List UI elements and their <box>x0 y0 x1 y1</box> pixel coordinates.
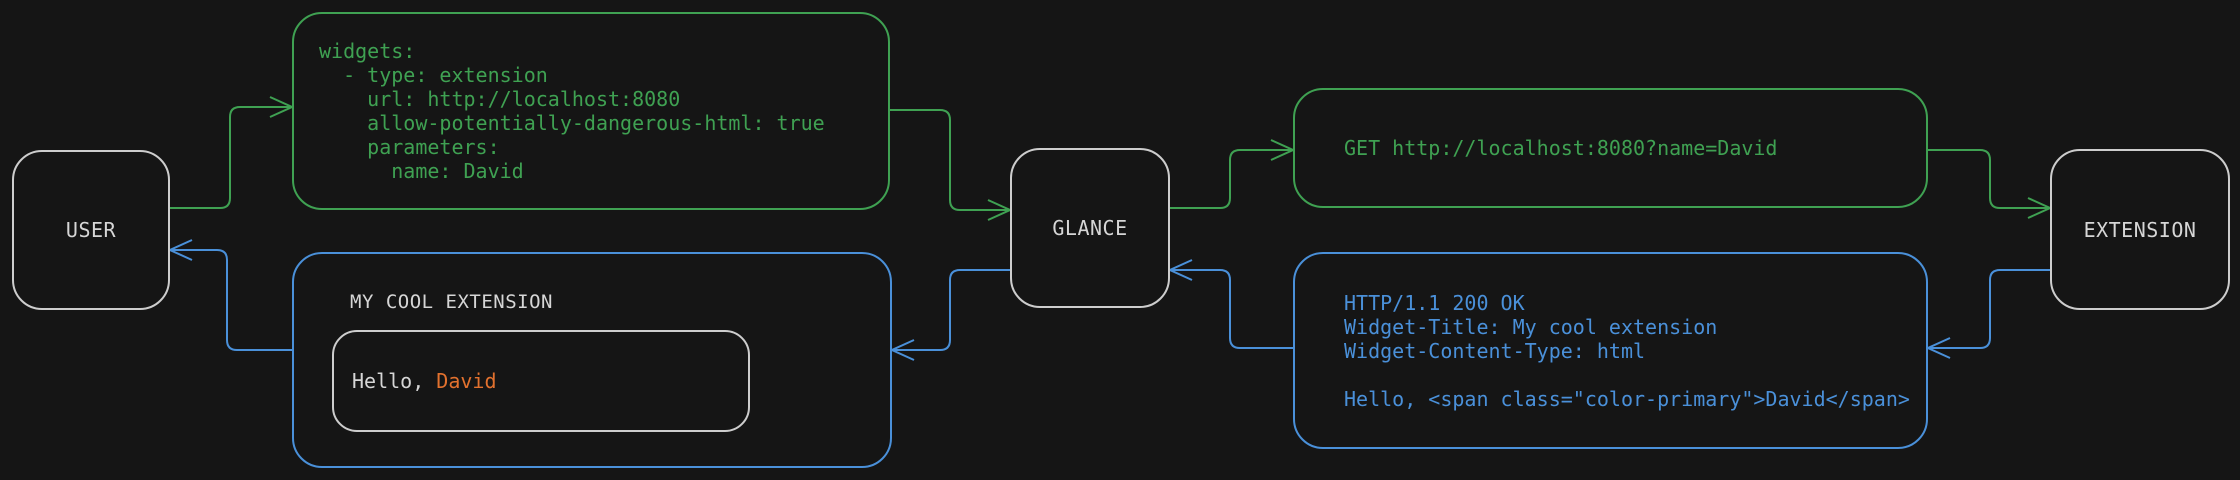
yaml-config-code: widgets: - type: extension url: http://l… <box>319 39 825 183</box>
arrow-request-to-extension <box>1928 149 2050 208</box>
arrow-config-to-glance <box>890 109 1010 210</box>
node-user: USER <box>12 150 170 310</box>
arrow-glance-to-request <box>1170 150 1293 209</box>
arrow-render-to-user <box>170 250 292 351</box>
arrow-user-to-config <box>170 107 292 209</box>
arrow-response-to-glance <box>1170 270 1293 349</box>
arrow-glance-to-render <box>892 269 1010 350</box>
http-response-box: HTTP/1.1 200 OK Widget-Title: My cool ex… <box>1293 252 1928 449</box>
node-extension-label: EXTENSION <box>2083 217 2197 242</box>
node-extension: EXTENSION <box>2050 149 2230 310</box>
node-user-label: USER <box>65 218 117 242</box>
widget-title: MY COOL EXTENSION <box>350 291 553 313</box>
greeting-prefix: Hello, <box>352 369 437 393</box>
http-request-text: GET http://localhost:8080?name=David <box>1344 136 1778 160</box>
arrow-extension-to-response <box>1928 269 2050 348</box>
rendered-widget-box: MY COOL EXTENSION Hello, David <box>292 252 892 468</box>
node-glance: GLANCE <box>1010 148 1170 308</box>
yaml-config-box: widgets: - type: extension url: http://l… <box>292 12 890 210</box>
http-request-box: GET http://localhost:8080?name=David <box>1293 88 1928 208</box>
widget-greeting: Hello, David <box>334 369 497 393</box>
http-response-text: HTTP/1.1 200 OK Widget-Title: My cool ex… <box>1344 290 1910 411</box>
greeting-name: David <box>436 369 497 393</box>
node-glance-label: GLANCE <box>1052 216 1128 240</box>
widget-content-frame: Hello, David <box>332 330 750 432</box>
